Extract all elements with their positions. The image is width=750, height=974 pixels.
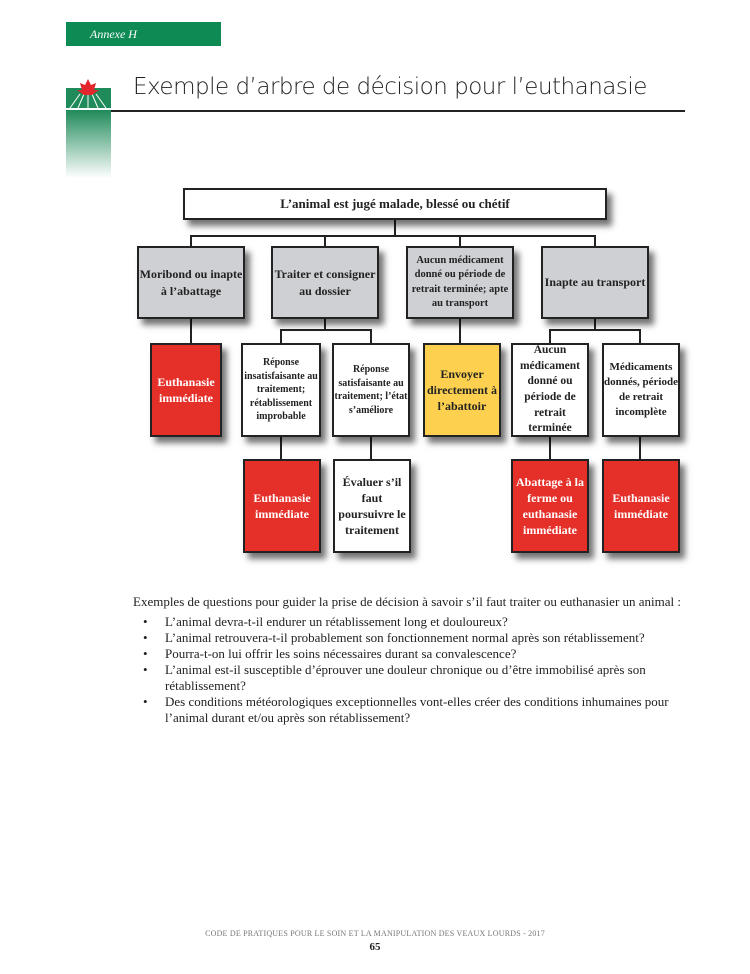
node-evaluer: Évaluer s’il faut poursuivre le traiteme… (333, 459, 411, 553)
question-item: L’animal devra-t-il endurer un rétabliss… (133, 614, 693, 630)
connector (370, 436, 372, 460)
root-node: L’animal est jugé malade, blessé ou chét… (183, 188, 607, 220)
node-apte-transport: Aucun médicament donné ou période de ret… (406, 246, 514, 319)
green-gradient-bar (66, 110, 111, 178)
connector (549, 436, 551, 460)
connector (370, 329, 372, 344)
connector (280, 436, 282, 460)
node-euthanasie: Euthanasie immédiate (150, 343, 222, 437)
connector (639, 436, 641, 460)
questions-intro: Exemples de questions pour guider la pri… (133, 594, 682, 609)
connector (324, 235, 326, 247)
node-aucun-medicament: Aucun médicament donné ou période de ret… (511, 343, 589, 437)
questions-section: Exemples de questions pour guider la pri… (133, 594, 693, 726)
footer-text: CODE DE PRATIQUES POUR LE SOIN ET LA MAN… (205, 929, 545, 938)
connector (639, 329, 641, 344)
maple-leaf-logo-icon (66, 79, 111, 108)
connector (594, 318, 596, 331)
node-inapte-transport: Inapte au transport (541, 246, 649, 319)
question-item: L’animal est-il susceptible d’éprouver u… (133, 662, 693, 694)
question-item: Pourra-t-on lui offrir les soins nécessa… (133, 646, 693, 662)
annex-label: Annexe H (66, 22, 221, 46)
connector (549, 329, 551, 344)
connector (280, 329, 282, 344)
connector (324, 318, 326, 331)
question-item: L’animal retrouvera-t-il probablement so… (133, 630, 693, 646)
node-medicaments-donnes: Médicaments donnés, période de retrait i… (602, 343, 680, 437)
title-rule (111, 110, 685, 112)
connector (394, 219, 396, 237)
node-euthanasie-2: Euthanasie immédiate (243, 459, 321, 553)
node-euthanasie-3: Euthanasie immédiate (602, 459, 680, 553)
page-title: Exemple d’arbre de décision pour l’eutha… (133, 74, 647, 100)
connector (190, 235, 596, 237)
question-item: Des conditions météorologiques exception… (133, 694, 693, 726)
node-moribond: Moribond ou inapte à l’abattage (137, 246, 245, 319)
node-reponse-satisfaisante: Réponse satisfaisante au traitement; l’é… (332, 343, 410, 437)
node-reponse-insatisfaisante: Réponse insatisfaisante au traitement; r… (241, 343, 321, 437)
connector (549, 329, 641, 331)
connector (594, 235, 596, 247)
page-number: 65 (369, 941, 381, 953)
node-abattage-ferme: Abattage à la ferme ou euthanasie immédi… (511, 459, 589, 553)
connector (280, 329, 372, 331)
node-traiter: Traiter et consigner au dossier (271, 246, 379, 319)
node-envoyer-abattoir: Envoyer directement à l’abattoir (423, 343, 501, 437)
